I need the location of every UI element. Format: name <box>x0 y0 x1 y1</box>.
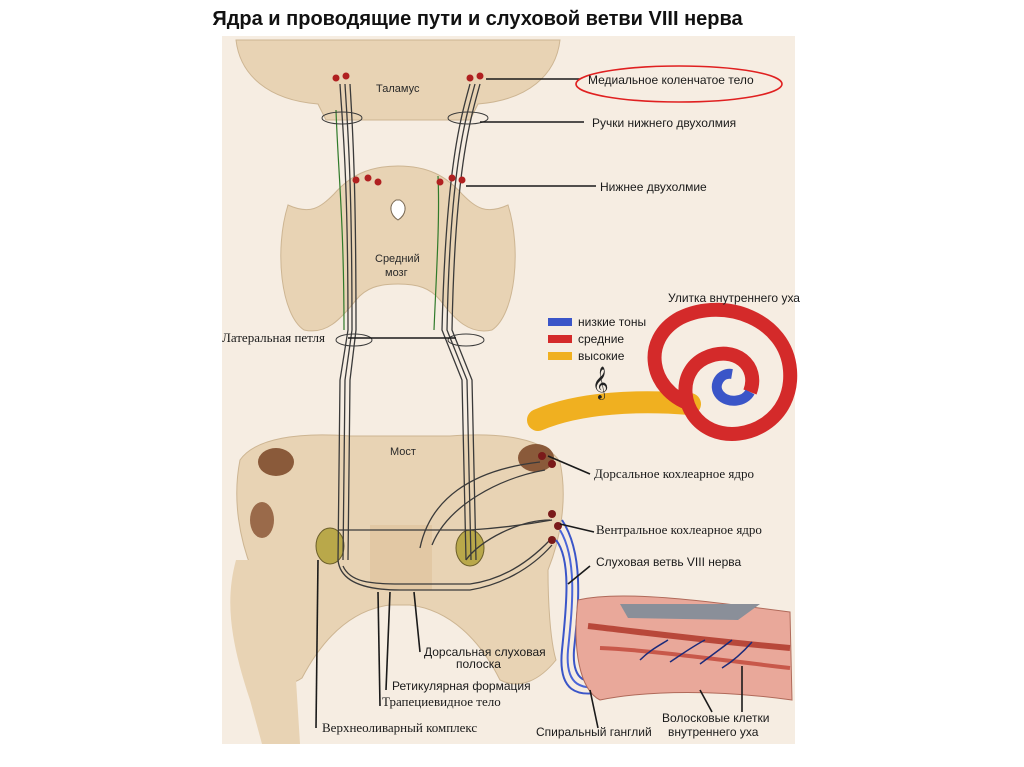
lemniscus-marker-right <box>447 333 485 347</box>
legend-swatch-low <box>548 318 572 326</box>
cerebellar-peduncle-left <box>258 448 294 476</box>
cochlea-spiral <box>527 302 798 441</box>
legend-swatch-high <box>548 352 572 360</box>
brachium-marker-right <box>447 111 489 125</box>
label-reticular: Ретикулярная формация <box>392 679 531 693</box>
pons-label: Мост <box>390 446 416 458</box>
inferior-colliculus-nuclei <box>352 174 466 186</box>
medial-geniculate-nuclei <box>332 72 484 82</box>
label-inferior-colliculus: Нижнее двухолмие <box>600 180 707 194</box>
leader-lines <box>315 78 743 729</box>
superior-olive-left <box>315 527 345 565</box>
reticular-region <box>370 525 432 590</box>
label-spiral-ganglion: Спиральный ганглий <box>536 725 652 739</box>
legend-label-high: высокие <box>578 349 625 363</box>
midbrain-shape <box>280 165 516 332</box>
annotation-circle <box>575 65 783 103</box>
label-superior-olive: Верхнеоливарный комплекс <box>322 720 477 735</box>
brachium-marker-left <box>321 111 363 125</box>
cochlea-title: Улитка внутреннего уха <box>668 291 800 305</box>
midbrain-label-1: Средний <box>375 253 420 265</box>
label-medial-geniculate: Медиальное коленчатое тело <box>588 73 754 87</box>
label-ventral-cochlear: Вентральное кохлеарное ядро <box>596 522 762 537</box>
cochlea-legend: низкие тоны средние высокие 𝄞 <box>548 315 646 400</box>
label-dorsal-stria-1: Дорсальная слуховая <box>424 645 546 659</box>
label-inferior-brachium: Ручки нижнего двухолмия <box>592 116 736 130</box>
lemniscus-marker-left <box>335 333 373 347</box>
thalamus-label: Таламус <box>376 83 420 95</box>
slide-title: Ядра и проводящие пути и слуховой ветви … <box>212 8 743 30</box>
label-dorsal-stria-2: полоска <box>456 657 501 671</box>
label-hair-cells-2: внутреннего уха <box>668 725 759 739</box>
label-dorsal-cochlear: Дорсальное кохлеарное ядро <box>594 466 754 481</box>
label-hair-cells-1: Волосковые клетки <box>662 711 769 725</box>
treble-clef-icon: 𝄞 <box>592 367 609 400</box>
medulla-shape <box>230 560 300 744</box>
legend-swatch-mid <box>548 335 572 343</box>
midbrain-label-2: мозг <box>385 267 408 279</box>
legend-label-mid: средние <box>578 332 624 346</box>
label-trapezoid: Трапециевидное тело <box>382 694 501 709</box>
green-fibers <box>335 109 440 331</box>
label-lateral-lemniscus: Латеральная петля <box>222 330 325 345</box>
organ-of-corti <box>575 595 793 701</box>
thalamus-shape <box>235 39 561 121</box>
legend-label-low: низкие тоны <box>578 315 646 329</box>
label-auditory-branch: Слуховая ветвь VIII нерва <box>596 555 741 569</box>
cerebellar-peduncle-right <box>518 444 554 472</box>
aqueduct <box>390 199 406 221</box>
flocculus-left <box>250 502 274 538</box>
